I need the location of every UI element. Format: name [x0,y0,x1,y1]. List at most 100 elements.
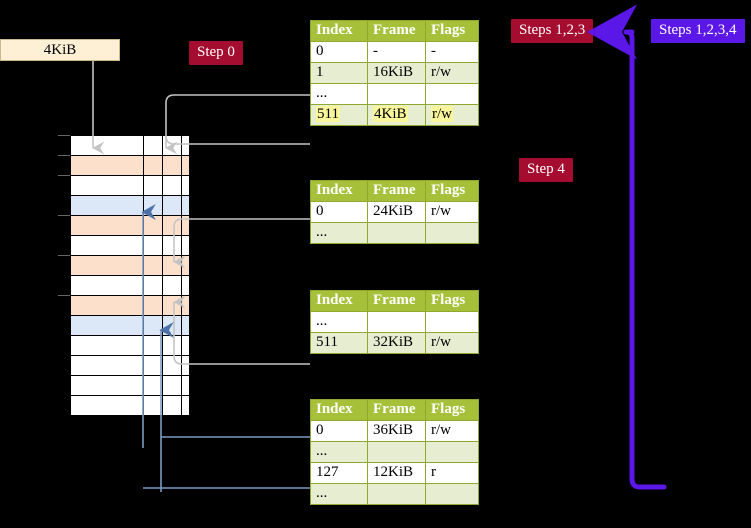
column-header-flags: Flags [425,399,479,421]
memory-frame-row[interactable] [70,395,190,416]
column-header-index: Index [310,180,368,202]
memory-block-4kib-box: 4KiB [0,39,120,61]
memory-frame-row[interactable] [70,335,190,356]
table-cell-flags [425,311,479,333]
table-cell-flags: r/w [425,62,479,84]
table-cell-frame: 12KiB [367,462,426,484]
table-cell-flags: r [425,462,479,484]
table-row[interactable]: 511 4KiB r/w [310,104,479,126]
physical-memory-grid [70,135,190,416]
table-cell-index: 511 [310,332,368,354]
table-cell-index: 511 [310,104,368,126]
table-cell-index: ... [310,441,368,463]
memory-frame-row[interactable] [70,195,190,216]
highlighted-value: r/w [431,106,453,122]
memory-frame-row[interactable] [70,235,190,256]
memory-frame-row[interactable] [70,355,190,376]
table-cell-flags: - [425,41,479,63]
grid-tick [58,215,70,216]
table-cell-frame: 32KiB [367,332,426,354]
table-cell-flags: r/w [425,420,479,442]
table-cell-flags [425,483,479,505]
column-header-frame: Frame [367,290,426,312]
column-header-flags: Flags [425,20,479,42]
table-cell-flags [425,441,479,463]
column-header-frame: Frame [367,180,426,202]
column-header-flags: Flags [425,180,479,202]
table-cell-frame [367,441,426,463]
table-cell-flags: r/w [425,104,479,126]
table-cell-frame [367,222,426,244]
table-cell-index: 0 [310,41,368,63]
table-row[interactable]: ... [310,441,479,463]
column-header-frame: Frame [367,399,426,421]
memory-frame-row[interactable] [70,255,190,276]
highlighted-value: 511 [316,106,340,122]
table-row[interactable]: ... [310,83,479,105]
grid-tick [58,175,70,176]
column-header-index: Index [310,20,368,42]
column-header-frame: Frame [367,20,426,42]
table-cell-frame: 4KiB [367,104,426,126]
memory-frame-row[interactable] [70,155,190,176]
grid-column-separator [181,135,182,416]
step-0-badge: Step 0 [189,41,243,65]
memory-frame-row[interactable] [70,315,190,336]
table-row[interactable]: ... [310,483,479,505]
grid-tick [58,135,70,136]
table-cell-frame [367,311,426,333]
table-cell-frame: 16KiB [367,62,426,84]
table-cell-frame: 24KiB [367,201,426,223]
table-cell-index: ... [310,83,368,105]
memory-frame-row[interactable] [70,275,190,296]
step-4-badge: Step 4 [519,158,573,182]
memory-frame-row[interactable] [70,175,190,196]
memory-frame-row[interactable] [70,215,190,236]
table-cell-flags: r/w [425,332,479,354]
table-cell-index: 127 [310,462,368,484]
grid-column-separator [162,135,163,416]
table-cell-index: ... [310,311,368,333]
column-header-index: Index [310,399,368,421]
table-row[interactable]: ... [310,222,479,244]
grid-tick [58,295,70,296]
highlighted-value: 4KiB [373,106,408,122]
grid-column-separator [143,135,144,416]
table-cell-frame [367,83,426,105]
steps-1-2-3-badge: Steps 1,2,3 [511,19,594,43]
table-row[interactable]: 0-- [310,41,479,63]
grid-tick [58,155,70,156]
table-cell-index: 0 [310,420,368,442]
grid-tick [58,255,70,256]
steps-1-2-3-4-badge: Steps 1,2,3,4 [651,19,745,43]
table-cell-index: ... [310,483,368,505]
table-row[interactable]: ... [310,311,479,333]
column-header-flags: Flags [425,290,479,312]
table-cell-flags: r/w [425,201,479,223]
memory-block-label: 4KiB [43,41,77,58]
memory-frame-row[interactable] [70,375,190,396]
table-cell-index: 0 [310,201,368,223]
table-cell-flags [425,222,479,244]
memory-frame-row[interactable] [70,295,190,316]
column-header-index: Index [310,290,368,312]
memory-frame-row[interactable] [70,135,190,156]
table-cell-index: ... [310,222,368,244]
table-cell-frame [367,483,426,505]
table-cell-frame: 36KiB [367,420,426,442]
table-cell-index: 1 [310,62,368,84]
